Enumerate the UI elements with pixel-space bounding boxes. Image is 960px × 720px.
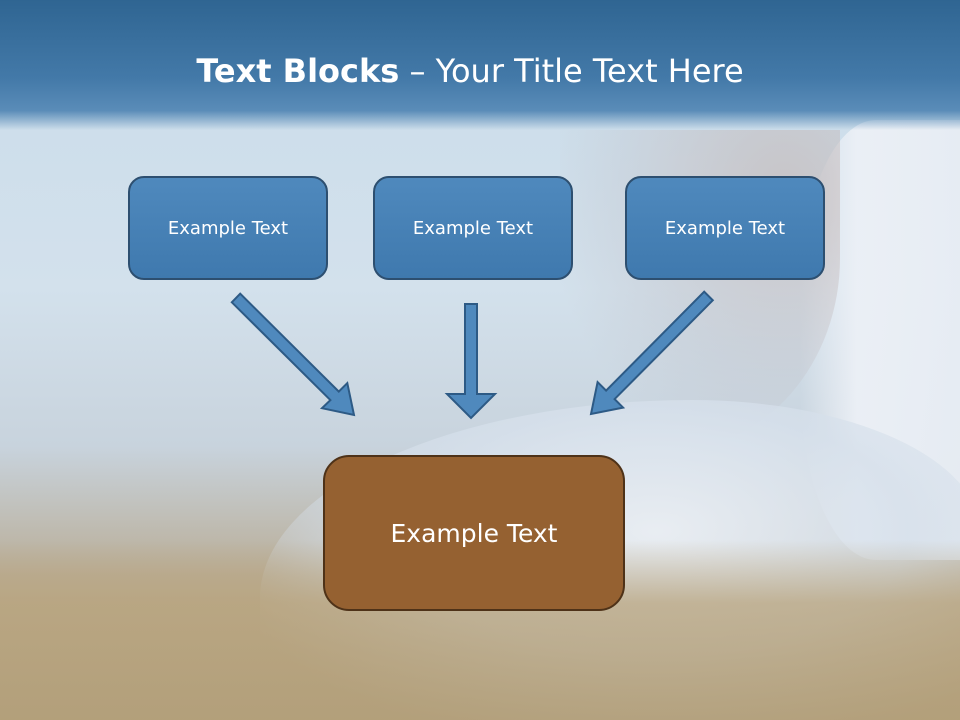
- text-box-main-label: Example Text: [390, 518, 558, 548]
- slide-title: Text Blocks – Your Title Text Here: [0, 52, 940, 90]
- title-band: [0, 0, 960, 130]
- text-box-left-label: Example Text: [167, 217, 289, 239]
- title-rest-part: – Your Title Text Here: [399, 52, 744, 90]
- text-box-right[interactable]: Example Text: [625, 176, 825, 280]
- title-bold-part: Text Blocks: [196, 52, 400, 90]
- arrow-right: [589, 290, 715, 416]
- text-box-left[interactable]: Example Text: [128, 176, 328, 280]
- arrow-left: [230, 292, 356, 417]
- text-box-center-label: Example Text: [412, 217, 534, 239]
- text-box-center[interactable]: Example Text: [373, 176, 573, 280]
- text-box-right-label: Example Text: [664, 217, 786, 239]
- arrow-center: [444, 303, 498, 420]
- text-box-main[interactable]: Example Text: [323, 455, 625, 611]
